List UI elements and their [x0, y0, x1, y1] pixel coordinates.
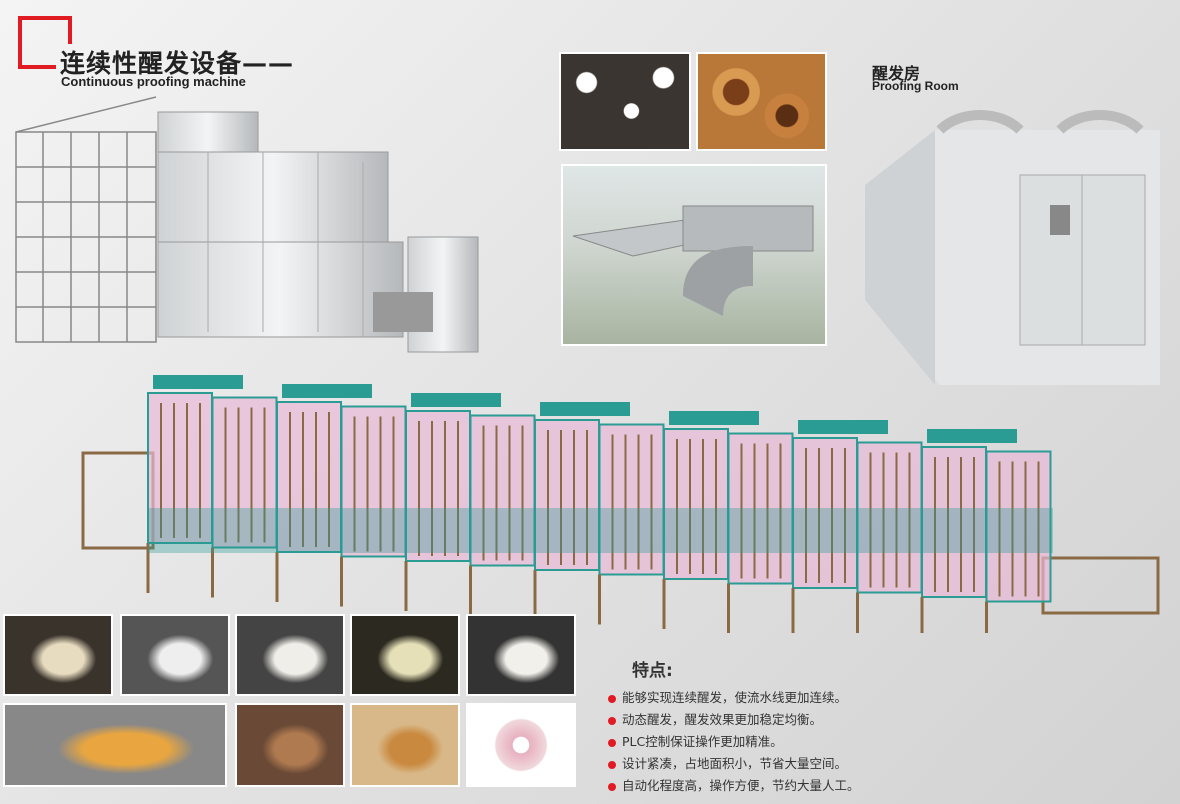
proofing-machine-photo [15, 96, 479, 353]
proofer-module [211, 396, 278, 549]
proofer-module [856, 441, 923, 594]
title-frame-decoration [68, 16, 72, 44]
donut-process-photo [235, 614, 345, 696]
proofer-module [405, 410, 471, 562]
feature-item: 自动化程度高，操作方便，节约大量人工。 [608, 775, 860, 797]
proofer-module [792, 437, 858, 589]
feature-item: 动态醒发，醒发效果更加稳定均衡。 [608, 709, 860, 731]
proofing-room-photo [865, 110, 1160, 385]
title-frame-decoration [18, 16, 22, 69]
proofing-room-subtitle: Proofing Room [872, 79, 959, 93]
features-heading: 特点: [632, 661, 673, 681]
fan-unit [798, 420, 888, 434]
baked-donuts-photo [696, 52, 827, 151]
donut-process-photo [3, 614, 113, 696]
feature-item: PLC控制保证操作更加精准。 [608, 731, 860, 753]
infeed-conveyor [81, 451, 155, 550]
proofer-module [340, 405, 407, 558]
donut-process-photo [466, 703, 576, 787]
proofing-room-title: 醒发房 [872, 64, 921, 83]
base-tray [148, 508, 1053, 553]
fan-unit [411, 393, 501, 407]
proofer-module [921, 446, 987, 598]
title-frame-decoration [18, 65, 56, 69]
feature-item: 能够实现连续醒发，使流水线更加连续。 [608, 687, 860, 709]
fan-unit [540, 402, 630, 416]
donut-process-photo [350, 614, 460, 696]
continuous-proofer-line-diagram [81, 375, 1160, 633]
proofer-module [727, 432, 794, 585]
outfeed-conveyor [1041, 556, 1160, 615]
feature-item: 设计紧凑，占地面积小，节省大量空间。 [608, 753, 860, 775]
title-frame-decoration [18, 16, 72, 20]
donut-process-photo [120, 614, 230, 696]
fan-unit [153, 375, 243, 389]
features-panel: 特点: 能够实现连续醒发，使流水线更加连续。 动态醒发，醒发效果更加稳定均衡。 … [608, 656, 860, 797]
proofer-module [534, 419, 600, 571]
page-title: 连续性醒发设备—— [60, 49, 295, 78]
donut-process-photo [466, 614, 576, 696]
donut-process-photo [350, 703, 460, 787]
fan-unit [669, 411, 759, 425]
proofer-module [985, 450, 1052, 603]
fan-unit [282, 384, 372, 398]
proofer-module [276, 401, 342, 553]
proofer-module [663, 428, 729, 580]
page-subtitle: Continuous proofing machine [61, 74, 246, 89]
air-duct-photo [561, 164, 827, 346]
dough-balls-photo [559, 52, 691, 151]
donut-process-photo [3, 703, 227, 787]
donut-process-photo [235, 703, 345, 787]
fan-unit [927, 429, 1017, 443]
